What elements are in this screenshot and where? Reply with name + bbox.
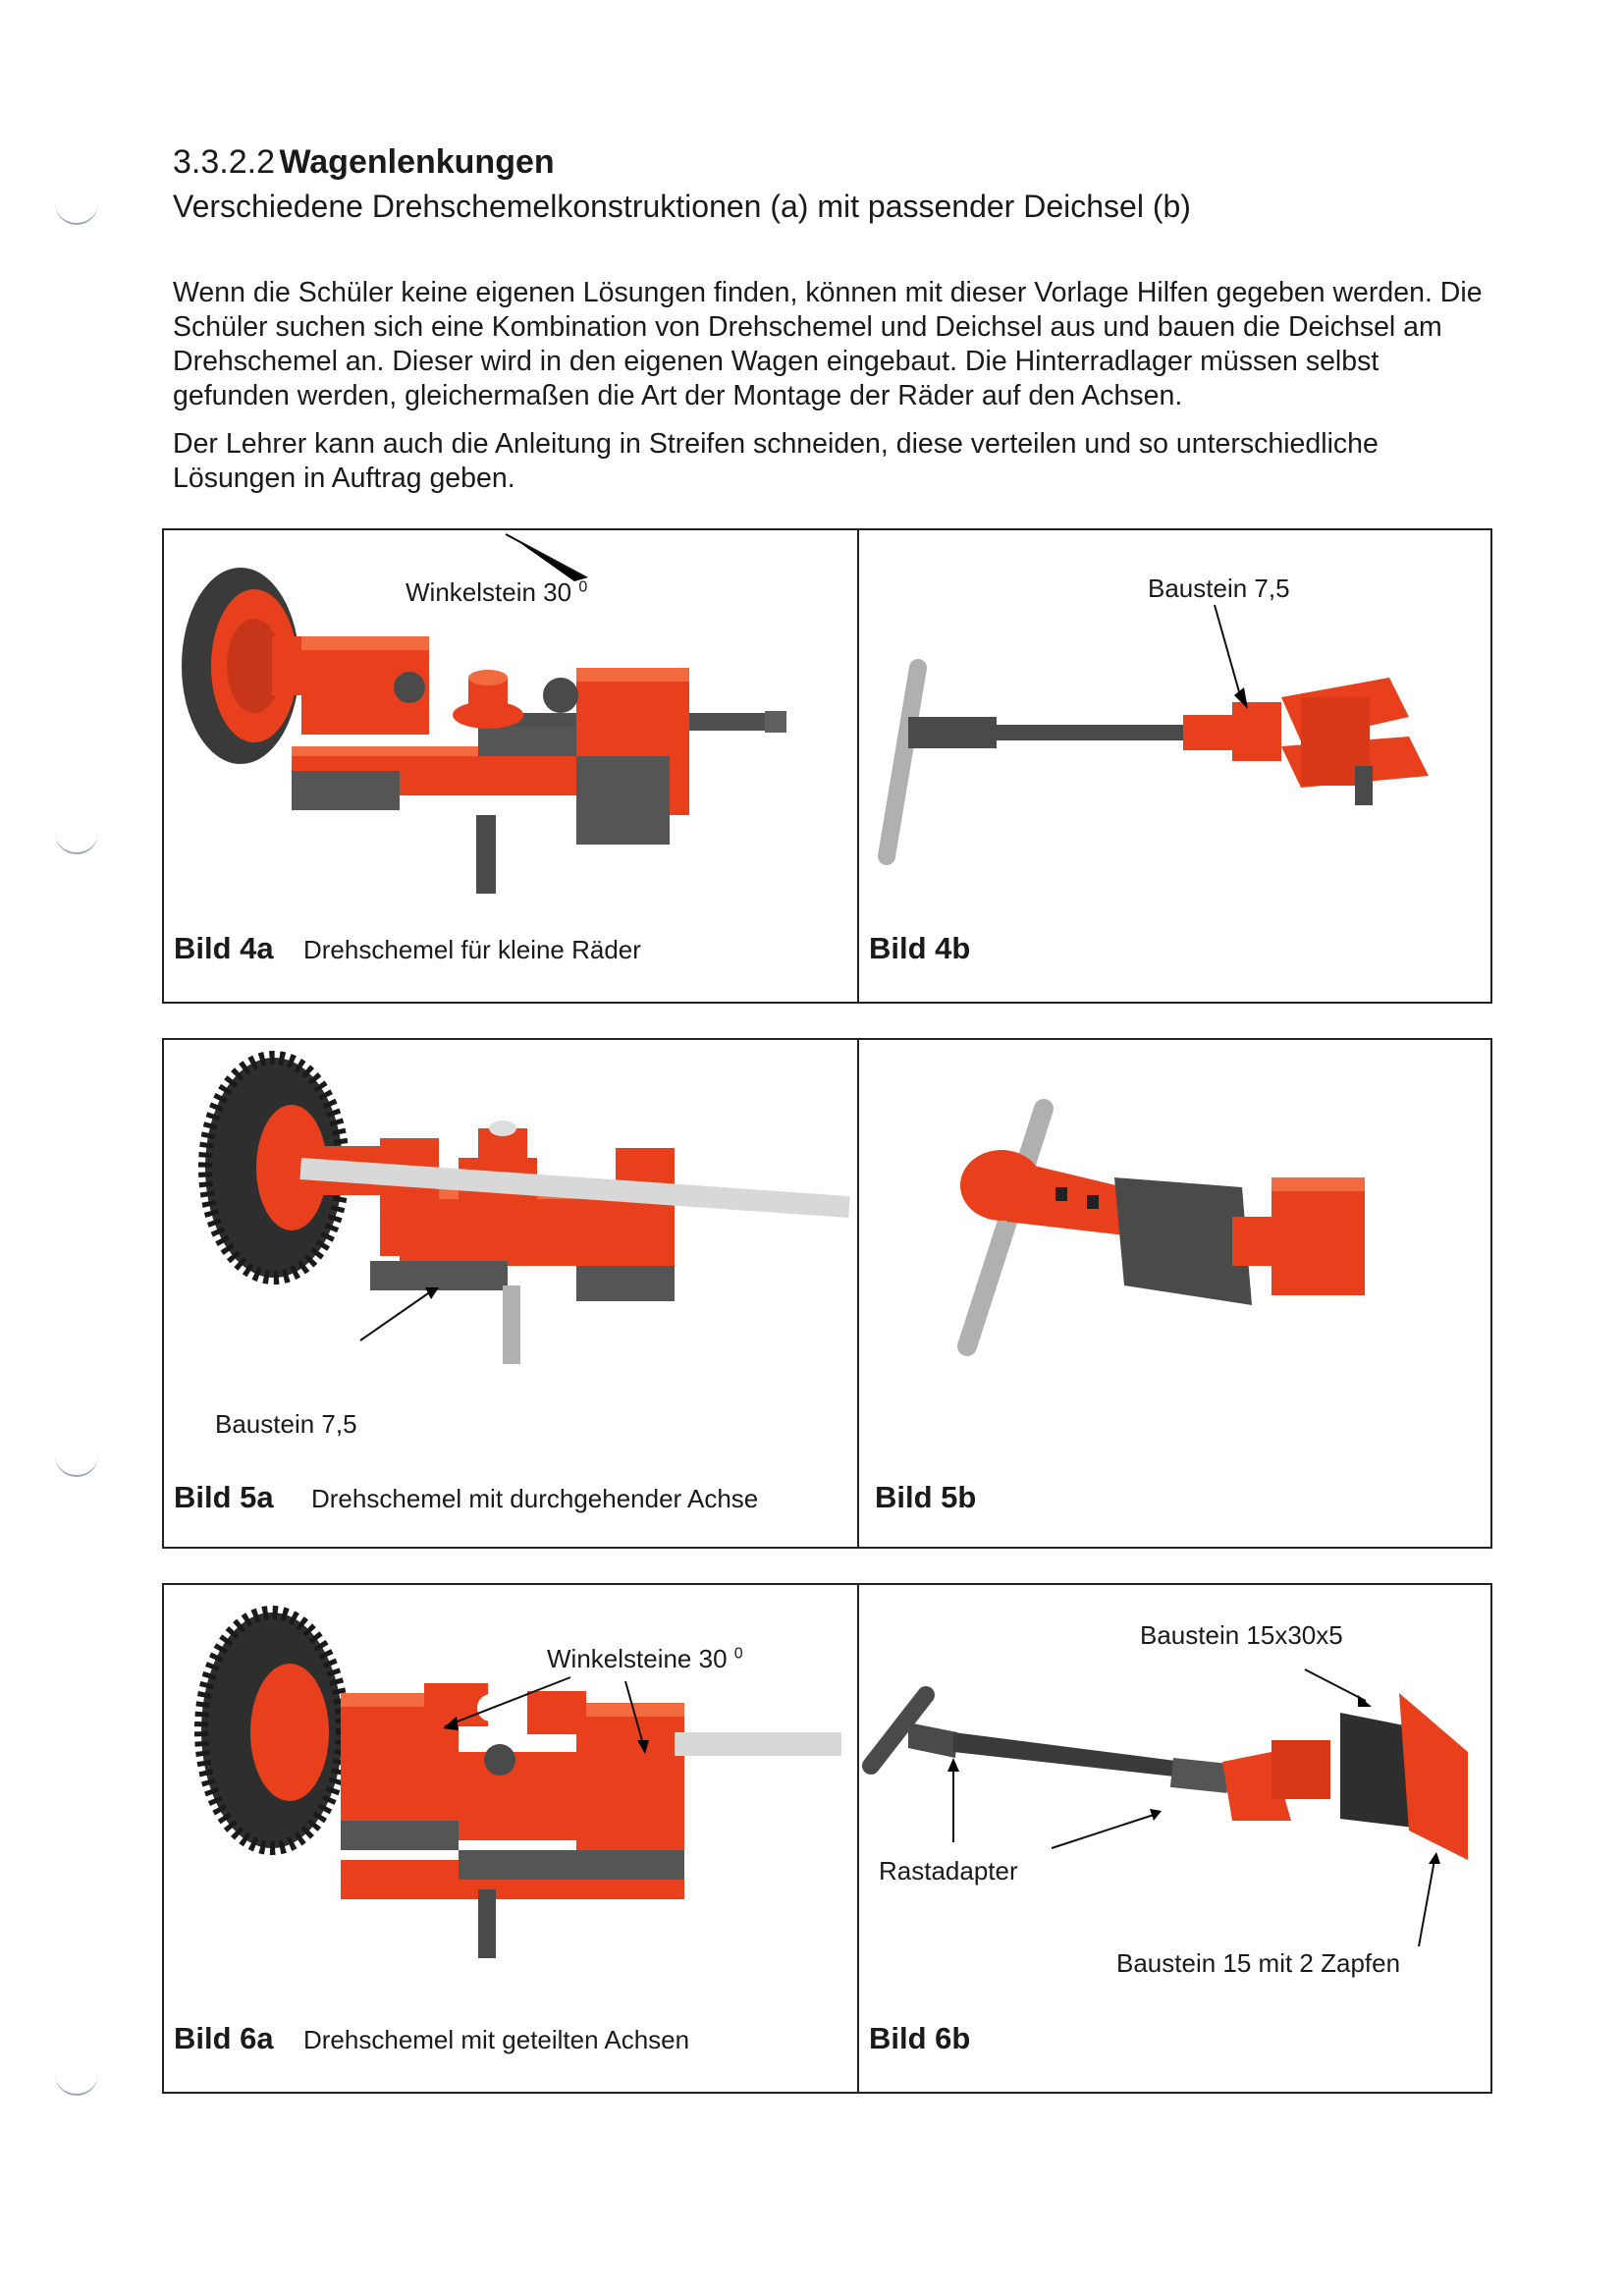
- figure-divider: [857, 1040, 859, 1547]
- figure-5a-label: Bild 5a: [174, 1480, 274, 1514]
- punch-hole: [55, 831, 98, 854]
- punch-hole: [55, 1453, 98, 1477]
- section-title: Wagenlenkungen: [279, 143, 555, 181]
- figure-box-6: Winkelsteine 30 0 Bild 6a Drehschemel mi…: [162, 1583, 1492, 2094]
- figure-4b-illustration: Baustein 7,5 Bild 4b: [859, 530, 1490, 1002]
- figure-6a-label: Bild 6a: [174, 2021, 274, 2055]
- figure-4b-label: Bild 4b: [869, 931, 971, 965]
- section-subtitle: Verschiedene Drehschemelkonstruktionen (…: [173, 189, 1191, 224]
- part-label-baustein-15x30x5: Baustein 15x30x5: [1140, 1620, 1343, 1650]
- part-label-baustein: Baustein 7,5: [1148, 574, 1290, 603]
- part-label-rastadapter: Rastadapter: [879, 1856, 1018, 1886]
- paragraph-intro: Wenn die Schüler keine eigenen Lösungen …: [173, 277, 1483, 411]
- paragraph-teacher: Der Lehrer kann auch die Anleitung in St…: [173, 428, 1379, 494]
- figure-box-5: Baustein 7,5 Bild 5a Drehschemel mit dur…: [162, 1038, 1492, 1549]
- figure-4a-label: Bild 4a: [174, 931, 274, 965]
- degree-superscript: 0: [733, 1645, 743, 1663]
- figure-6a-illustration: Winkelsteine 30 0 Bild 6a Drehschemel mi…: [164, 1585, 857, 2092]
- figure-5a-illustration: Baustein 7,5 Bild 5a Drehschemel mit dur…: [164, 1040, 857, 1547]
- figure-divider: [857, 1585, 859, 2092]
- part-label-baustein-15-zapfen: Baustein 15 mit 2 Zapfen: [1116, 1948, 1401, 1978]
- part-label-baustein: Baustein 7,5: [215, 1409, 357, 1439]
- degree-superscript: 0: [578, 578, 588, 596]
- figure-6b-illustration: Baustein 15x30x5 Rastadapter Baustein 15…: [859, 1585, 1490, 2092]
- figure-6b-label: Bild 6b: [869, 2021, 971, 2055]
- part-label-winkelstein: Winkelstein 30 0: [406, 577, 587, 608]
- part-label-winkelsteine: Winkelsteine 30 0: [547, 1644, 743, 1674]
- punch-hole: [55, 2072, 98, 2096]
- part-label-text: Winkelsteine 30: [547, 1644, 728, 1673]
- punch-hole: [55, 201, 98, 225]
- figure-5b-label: Bild 5b: [875, 1480, 977, 1514]
- figure-box-4: Winkelstein 30 0 Bild 4a Drehschemel für…: [162, 528, 1492, 1004]
- figure-5a-caption: Drehschemel mit durchgehender Achse: [311, 1484, 759, 1513]
- part-label-text: Winkelstein 30: [406, 577, 572, 607]
- figure-5b-illustration: Bild 5b: [859, 1040, 1490, 1547]
- section-heading: 3.3.2.2 Wagenlenkungen: [173, 143, 1498, 182]
- section-number: 3.3.2.2: [173, 143, 275, 181]
- figure-4a-caption: Drehschemel für kleine Räder: [303, 935, 641, 964]
- figure-4a-illustration: Winkelstein 30 0 Bild 4a Drehschemel für…: [164, 530, 857, 1002]
- figure-divider: [857, 530, 859, 1002]
- figure-6a-caption: Drehschemel mit geteilten Achsen: [303, 2025, 690, 2054]
